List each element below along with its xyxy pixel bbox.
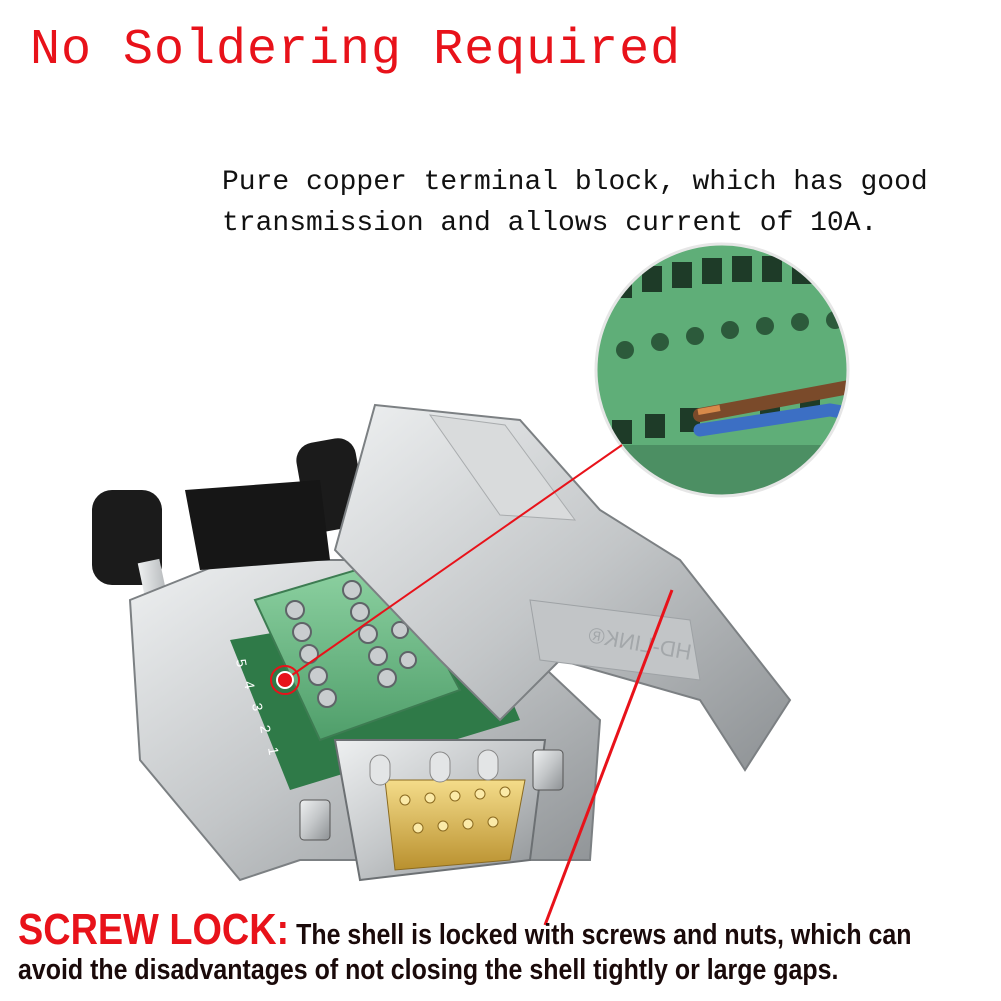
db9-connector: [333, 739, 547, 882]
terminal-description: Pure copper terminal block, which has go…: [222, 162, 928, 244]
headline: No Soldering Required: [30, 22, 682, 79]
callout-dot: [276, 671, 294, 689]
description-line-1: Pure copper terminal block, which has go…: [222, 167, 928, 198]
pin-label: 4: [241, 680, 258, 691]
callout-text-line-1: The shell is locked with screws and nuts…: [296, 919, 912, 951]
pin-label: 2: [257, 724, 274, 735]
callout-text-line-2: avoid the disadvantages of not closing t…: [18, 954, 839, 986]
description-line-2: transmission and allows current of 10A.: [222, 208, 878, 239]
pin-label: 3: [249, 702, 266, 713]
screw-lock-callout: SCREW LOCK: The shell is locked with scr…: [18, 908, 912, 987]
callout-line-terminal: [284, 444, 623, 681]
screw-lock-label: SCREW LOCK:: [18, 905, 290, 954]
cover-shell: [333, 403, 792, 772]
cable-clamp: [185, 480, 330, 570]
terminal-closeup-inset: [596, 244, 848, 496]
callout-line-screw-lock: [543, 589, 674, 926]
pin-label: 1: [265, 746, 282, 757]
pin-label: 5: [233, 658, 250, 669]
hex-screw-nut: [299, 749, 564, 841]
pin-number-labels: 5 4 3 2 1: [233, 658, 282, 757]
